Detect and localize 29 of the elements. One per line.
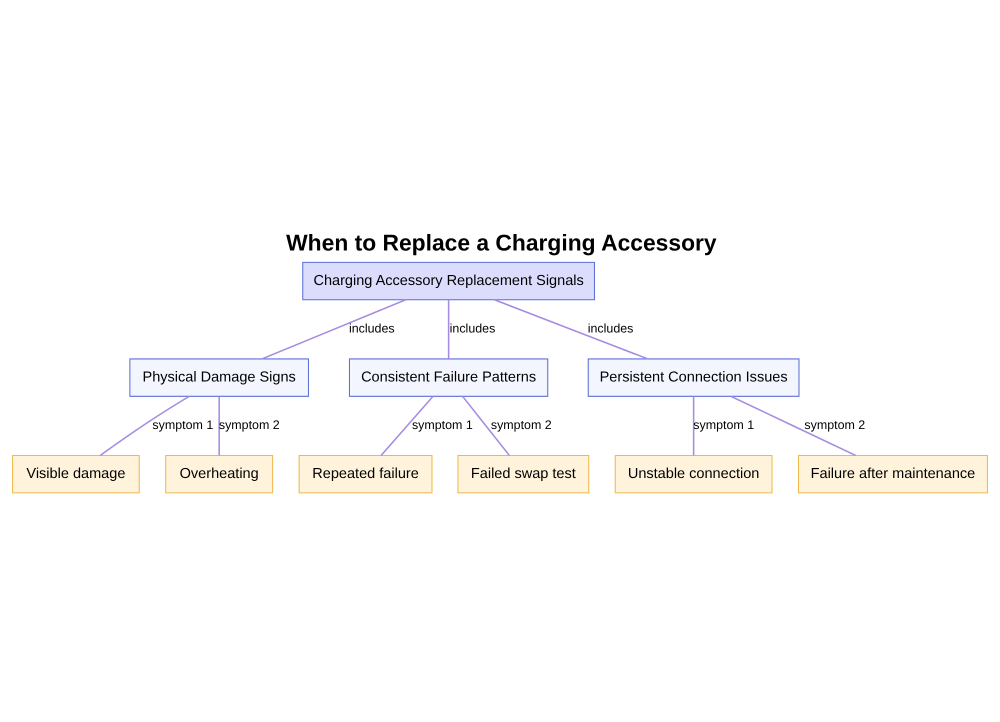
node-box: Failure after maintenance (798, 454, 988, 494)
connector (218, 396, 220, 456)
connector (262, 299, 406, 360)
edge-label: symptom 1 (152, 418, 214, 432)
edge-label: symptom 2 (490, 418, 552, 432)
node-box: Charging Accessory Replacement Signals (302, 262, 595, 300)
edge-label: includes (348, 322, 395, 336)
connector (448, 300, 450, 359)
edge-label: symptom 2 (218, 418, 280, 432)
edge-label: includes (450, 322, 496, 336)
edge-label: symptom 2 (804, 418, 866, 432)
edge-label: symptom 1 (412, 418, 473, 432)
edge-label: includes (588, 322, 634, 336)
connector (494, 299, 648, 360)
node-box: Visible damage (12, 454, 140, 494)
connector (692, 396, 694, 456)
node-box: Unstable connection (614, 454, 773, 494)
connector (730, 396, 856, 456)
node-box: Overheating (165, 454, 274, 494)
node-box: Persistent Connection Issues (588, 358, 800, 397)
node-box: Failed swap test (457, 454, 590, 494)
edge-label: symptom 1 (693, 418, 754, 432)
node-box: Repeated failure (298, 454, 433, 494)
node-box: Consistent Failure Patterns (348, 358, 548, 397)
diagram-title: When to Replace a Charging Accessory (286, 230, 717, 256)
connector (380, 396, 434, 456)
node-box: Physical Damage Signs (129, 358, 309, 397)
connector (100, 396, 190, 456)
connector (462, 396, 510, 456)
